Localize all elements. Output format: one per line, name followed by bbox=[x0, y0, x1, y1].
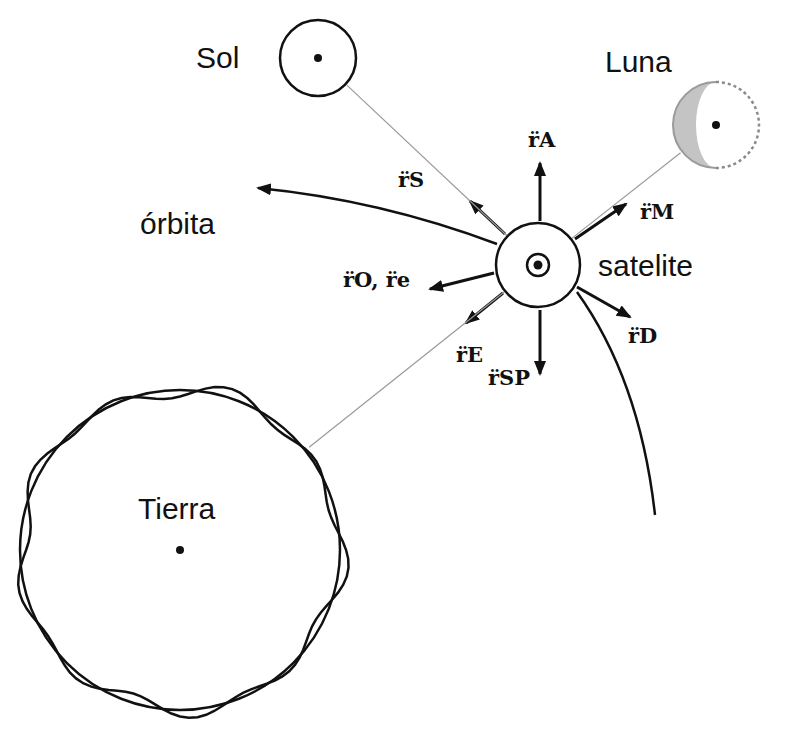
body-name: satelite bbox=[598, 250, 693, 282]
earth-outline-outline bbox=[15, 385, 345, 715]
earth-outline: Tierra bbox=[15, 385, 345, 715]
accel-sp-arrow bbox=[539, 310, 542, 374]
acceleration-label: r̈D bbox=[628, 324, 657, 348]
acceleration-label: r̈M bbox=[640, 200, 674, 224]
acceleration-label: r̈S bbox=[398, 168, 424, 192]
body-name: Luna bbox=[605, 46, 672, 78]
satellite-circle-outline bbox=[495, 222, 581, 308]
accel-moon-arrow bbox=[575, 204, 626, 239]
acceleration-label: r̈O, r̈e bbox=[343, 268, 410, 292]
body-name: Sol bbox=[196, 42, 239, 74]
direction-line bbox=[572, 153, 681, 239]
satellite-circle: satelite bbox=[495, 222, 581, 308]
accel-o-arrow bbox=[430, 273, 494, 289]
accel-a-arrow bbox=[539, 163, 542, 221]
acceleration-label: r̈SP bbox=[488, 366, 530, 390]
acceleration-label: r̈E bbox=[456, 343, 483, 367]
sun-circle: Sol bbox=[278, 18, 358, 98]
accel-d-arrow bbox=[577, 287, 630, 317]
moon-circle-outline bbox=[671, 80, 761, 170]
orbit-arrow bbox=[258, 188, 497, 244]
direction-line bbox=[347, 85, 507, 235]
moon-circle: Luna bbox=[671, 80, 761, 170]
acceleration-label: r̈A bbox=[528, 128, 555, 152]
body-name: Tierra bbox=[135, 493, 218, 525]
direction-line bbox=[309, 292, 504, 447]
orbit-label: órbita bbox=[140, 208, 215, 240]
sun-circle-outline bbox=[278, 18, 358, 98]
